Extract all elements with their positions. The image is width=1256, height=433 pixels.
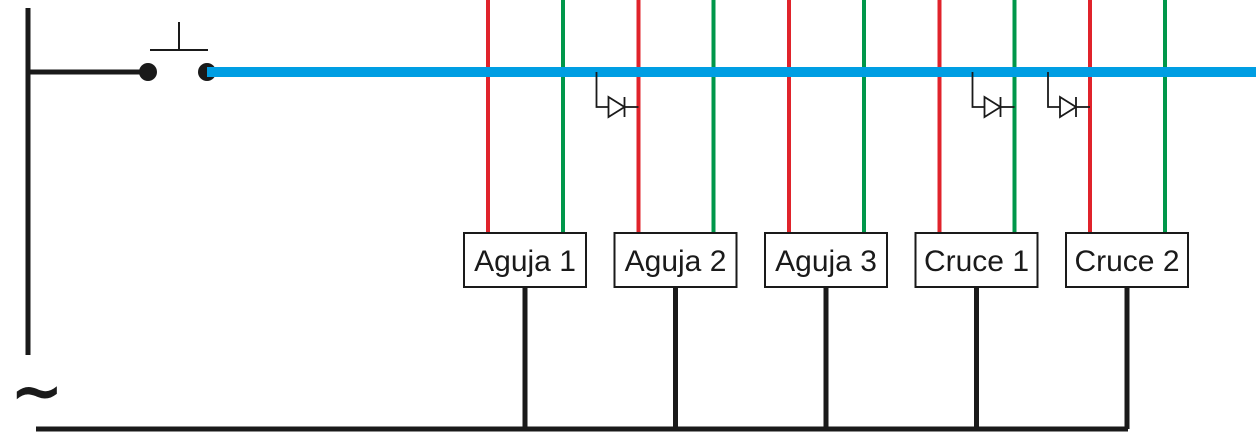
module-cruce-1: Cruce 1 [914,232,1039,288]
push-button-contact-left [139,63,157,81]
module-aguja-1: Aguja 1 [463,232,587,288]
module-box [914,232,1039,288]
module-label: Aguja 2 [625,245,727,278]
module-cruce-2: Cruce 2 [1065,232,1189,288]
diode-icon [1047,72,1090,119]
module-label: Aguja 1 [474,245,576,278]
diode-icon [971,72,1015,119]
module-box [764,232,888,288]
module-label: Cruce 1 [924,245,1029,278]
module-label: Aguja 3 [775,245,877,278]
module-box [613,232,738,288]
module-box [1065,232,1189,288]
module-aguja-3: Aguja 3 [764,232,888,288]
module-label: Cruce 2 [1074,245,1179,278]
module-box [463,232,587,288]
module-aguja-2: Aguja 2 [613,232,738,288]
push-button [139,22,216,81]
ac-source-symbol: ~ [10,355,64,429]
diode-icon [595,72,639,119]
